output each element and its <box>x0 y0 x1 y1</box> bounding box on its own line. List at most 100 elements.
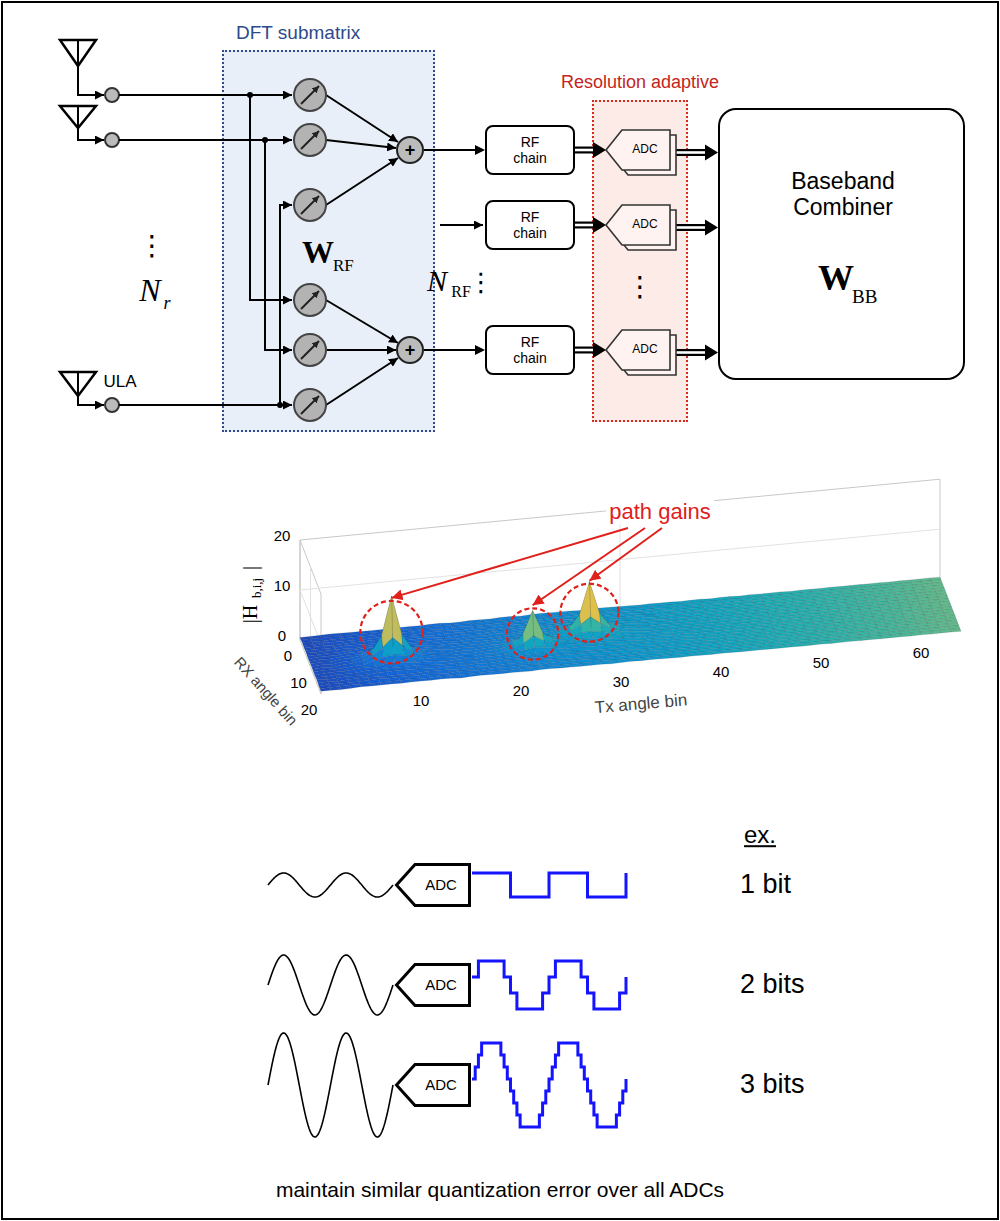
waveform <box>268 873 626 1137</box>
surface-cell <box>704 634 715 637</box>
surface-cell <box>638 626 649 629</box>
surface-cell <box>632 610 643 613</box>
surface-cell <box>930 630 941 634</box>
axis-title: |H <box>239 605 262 623</box>
antenna-feed <box>78 106 104 140</box>
surface-cell <box>662 608 673 611</box>
callout-label: path gains <box>606 499 714 524</box>
surface-cell <box>390 680 401 683</box>
surface-cell <box>327 678 338 682</box>
connector-line-inner <box>675 151 707 154</box>
surface-cell <box>400 679 411 683</box>
surface-cell <box>350 684 361 688</box>
axis-title: RX angle bin <box>230 653 300 728</box>
ellipsis: ⋮ <box>468 268 494 298</box>
example-heading: ex. <box>744 821 776 849</box>
arrowhead <box>705 345 718 361</box>
node-text: RF <box>333 256 354 276</box>
surface-cell <box>420 678 431 681</box>
arrowhead <box>475 345 485 355</box>
surface-cell <box>711 600 722 603</box>
splitter <box>105 88 119 102</box>
surface-cell <box>480 672 491 676</box>
adc-bank: Resolution adaptiveADCADCADC <box>592 100 688 422</box>
surface-cell <box>476 660 487 664</box>
surface-cell <box>428 671 439 675</box>
surface-cell <box>410 679 421 682</box>
surface-cell <box>710 651 721 655</box>
surface-cell <box>560 664 571 668</box>
node-text: + <box>405 340 416 361</box>
surface-cell <box>635 643 646 646</box>
surface-cell <box>550 665 561 668</box>
connector-line <box>575 222 594 229</box>
connector-line-inner <box>574 224 595 227</box>
axis-title: Tx angle bin <box>594 690 688 718</box>
surface-cell <box>464 631 475 635</box>
surface-cell <box>750 647 761 651</box>
phase-shifter <box>301 131 319 149</box>
surface-cell <box>656 619 667 622</box>
surface-cell <box>359 680 370 684</box>
analog-sine <box>268 955 393 1015</box>
surface-cell <box>600 660 611 664</box>
node-text: RF chain <box>505 209 555 241</box>
surface-cell <box>780 644 791 648</box>
axis-title-subscript: b,i,j <box>250 578 265 598</box>
surface-cell <box>464 656 475 659</box>
dft-submatrix-block: DFT submatrixWRF++ <box>222 50 435 432</box>
surface-cell <box>409 675 420 679</box>
surface-cell <box>690 652 701 656</box>
surface-cell <box>591 617 602 632</box>
surface-cell <box>416 665 427 669</box>
surface-cell <box>662 633 673 636</box>
phase-shifter <box>294 124 326 156</box>
adder: + <box>396 336 424 364</box>
rf-chain: RF chain <box>485 200 575 250</box>
surface-cell <box>950 629 961 632</box>
surface-cell <box>755 633 766 636</box>
surface-cell <box>447 666 458 669</box>
surface-cell <box>860 637 871 641</box>
antenna-feed <box>78 40 104 95</box>
phase-shifter <box>301 396 319 414</box>
math-subscript: r <box>163 293 170 314</box>
baseband-combiner: Baseband CombinerWBB <box>718 108 965 380</box>
surface-cell <box>582 632 593 639</box>
surface-cell <box>650 656 661 660</box>
phase-shifter <box>294 79 326 111</box>
surface-cell <box>840 639 851 643</box>
highlight-circle <box>560 584 618 642</box>
surface-cell <box>661 630 672 633</box>
axis-tick: 10 <box>413 692 430 709</box>
connector-line-inner <box>574 349 595 352</box>
surface-cell <box>830 640 841 644</box>
axis-title: | <box>239 566 262 570</box>
analog-sine <box>268 873 393 897</box>
surface-cell <box>553 639 564 644</box>
axis-tick: 20 <box>274 527 291 544</box>
surface-cell <box>565 648 576 652</box>
surface-cell <box>940 629 951 633</box>
phase-shifter <box>294 334 326 366</box>
array-label: ULA <box>103 372 136 392</box>
surface-cell <box>425 661 436 665</box>
math-subscript: RF <box>451 283 471 301</box>
surface-cell <box>440 675 451 678</box>
surface-cell <box>535 647 546 653</box>
surface-cell <box>619 628 630 631</box>
surface-cell <box>682 631 693 634</box>
surface-cell <box>683 634 694 637</box>
surface-cell <box>490 618 501 622</box>
surface-cell <box>674 612 685 615</box>
node-text: Resolution adaptive <box>540 72 740 93</box>
adc: ADC <box>395 863 471 907</box>
adder: + <box>396 136 424 164</box>
surface-cell <box>726 638 737 641</box>
surface-cell <box>563 641 574 645</box>
surface-cell <box>639 628 650 631</box>
rf-chain: RF chain <box>485 325 575 375</box>
quantized-output <box>472 1043 626 1127</box>
splitter <box>105 133 119 147</box>
surface-cell <box>680 654 691 657</box>
